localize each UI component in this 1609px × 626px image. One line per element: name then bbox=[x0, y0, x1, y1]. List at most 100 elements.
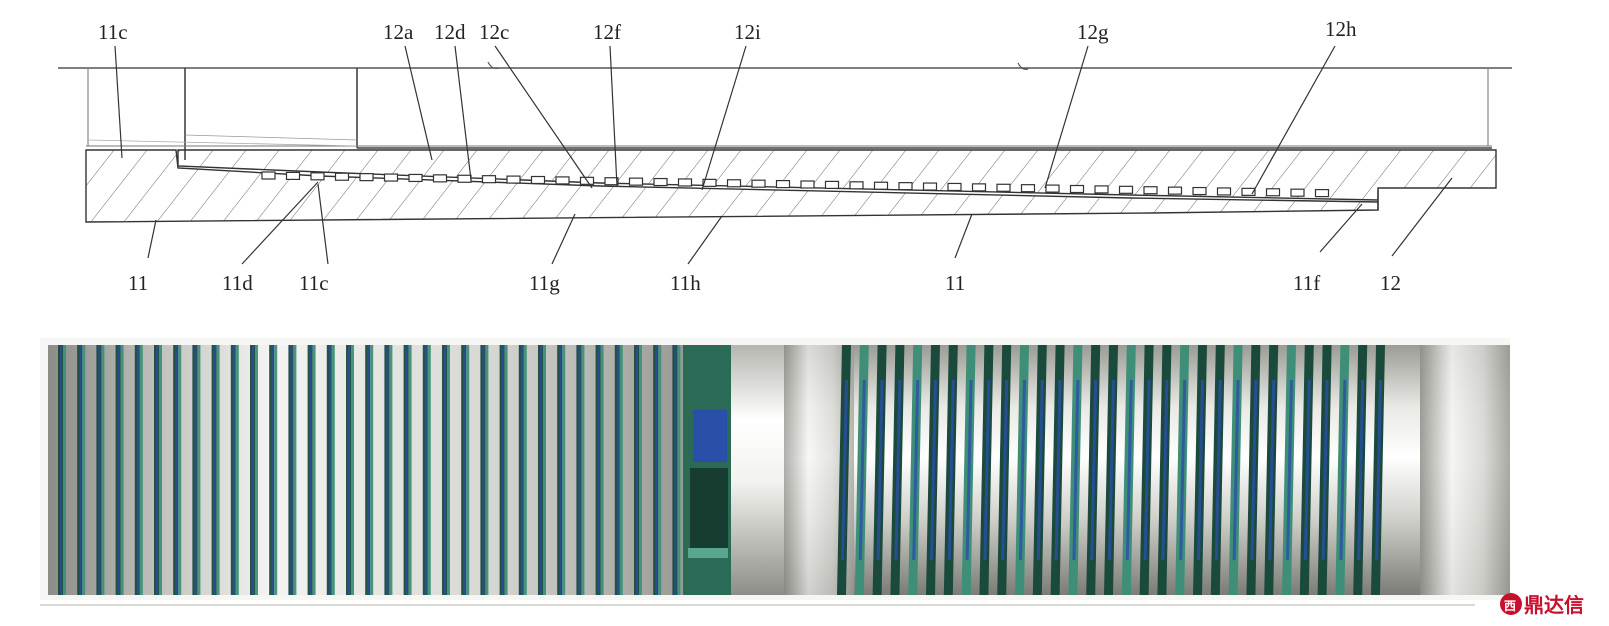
box-thread-stripe bbox=[1232, 380, 1240, 560]
pin-thread-stripe bbox=[543, 345, 546, 595]
thread-tooth bbox=[1314, 188, 1330, 198]
thread-tooth bbox=[702, 178, 717, 187]
pin-thread-stripe bbox=[485, 345, 489, 595]
thread-tooth bbox=[628, 177, 644, 186]
pin-thread-stripe bbox=[98, 345, 101, 595]
pin-thread-stripe bbox=[504, 345, 508, 595]
thread-tooth bbox=[726, 179, 742, 188]
pin-thread-stripe bbox=[389, 345, 393, 595]
pin-thread-stripe bbox=[136, 345, 139, 595]
thread-tooth bbox=[824, 180, 840, 190]
thread-tooth bbox=[1167, 186, 1183, 195]
pin-thread-stripe bbox=[156, 345, 158, 595]
pin-thread-stripe bbox=[351, 345, 354, 595]
pin-thread-stripe bbox=[120, 345, 124, 595]
label-12c: 12c bbox=[479, 20, 509, 44]
thread-tooth bbox=[800, 180, 815, 189]
thread-tooth bbox=[677, 178, 693, 187]
pin-thread-stripe bbox=[447, 345, 450, 595]
label-12f: 12f bbox=[593, 20, 621, 44]
thread-tooth bbox=[922, 182, 938, 191]
label-12: 12 bbox=[1380, 271, 1401, 295]
pin-thread-stripe bbox=[312, 345, 316, 595]
thread-tooth bbox=[1045, 184, 1060, 193]
box-thread-stripe bbox=[1197, 380, 1204, 560]
pin-thread-stripe bbox=[427, 345, 431, 595]
box-thread-stripe bbox=[876, 380, 884, 560]
pin-thread-stripe bbox=[213, 345, 216, 595]
thread-tooth bbox=[1216, 187, 1232, 196]
thread-tooth bbox=[432, 174, 448, 183]
pin-thread-stripe bbox=[271, 345, 274, 595]
pin-thread-stripe bbox=[540, 345, 542, 595]
pin-thread-stripe bbox=[348, 345, 350, 595]
pin-thread-stripe bbox=[674, 345, 677, 595]
box-thread-stripe bbox=[1143, 380, 1151, 560]
cross-section-drawing bbox=[58, 61, 1512, 223]
box-thread-stripe bbox=[1072, 380, 1080, 560]
watermark-text: 鼎达信 bbox=[1524, 593, 1584, 617]
thread-tooth bbox=[1265, 188, 1281, 197]
thread-tooth bbox=[334, 172, 350, 181]
pin-thread-stripe bbox=[139, 345, 143, 595]
pin-thread-stripe bbox=[444, 345, 446, 595]
box-thread-stripe bbox=[1321, 380, 1329, 560]
label-12h: 12h bbox=[1325, 17, 1357, 41]
thread-tooth bbox=[481, 175, 497, 184]
thread-tooth bbox=[1192, 186, 1207, 196]
thread-tooth bbox=[1020, 184, 1036, 193]
box-thread-stripe bbox=[1268, 380, 1276, 560]
thread-tooth bbox=[383, 173, 399, 182]
box-thread-stripe bbox=[1090, 380, 1098, 560]
pin-thread-stripe bbox=[616, 345, 619, 595]
pin-thread-stripe bbox=[578, 345, 581, 595]
box-thread-stripe bbox=[1339, 380, 1347, 560]
pin-thread-stripe bbox=[82, 345, 86, 595]
box-thread-stripe bbox=[1286, 380, 1293, 560]
pin-thread-stripe bbox=[466, 345, 470, 595]
thread-tooth bbox=[775, 179, 791, 189]
pin-thread-stripe bbox=[178, 345, 182, 595]
box-thread-stripe bbox=[983, 380, 991, 560]
label-12d: 12d bbox=[434, 20, 466, 44]
pin-thread-stripe bbox=[619, 345, 623, 595]
label-11g: 11g bbox=[529, 271, 560, 295]
pin-thread-stripe bbox=[79, 345, 82, 595]
watermark: 西 鼎达信 bbox=[1500, 593, 1584, 617]
thread-tooth bbox=[751, 179, 766, 188]
pin-thread-stripe bbox=[386, 345, 389, 595]
pin-thread-stripe bbox=[232, 345, 235, 595]
shoulder-gap bbox=[731, 345, 784, 595]
thread-tooth bbox=[1143, 186, 1158, 195]
thread-tooth bbox=[359, 173, 374, 182]
box-thread-stripe bbox=[1179, 380, 1187, 560]
box-thread-stripe bbox=[965, 380, 973, 560]
thread-photo bbox=[40, 338, 1510, 606]
pin-thread-stripe bbox=[60, 345, 62, 595]
pin-thread-stripe bbox=[290, 345, 293, 595]
box-thread-stripe bbox=[1001, 380, 1009, 560]
thread-tooth bbox=[947, 182, 962, 192]
thread-tooth bbox=[530, 175, 546, 185]
thread-tooth bbox=[1290, 188, 1305, 197]
thread-tooth bbox=[971, 183, 987, 192]
pin-thread-stripe bbox=[559, 345, 562, 595]
pin-thread-stripe bbox=[482, 345, 485, 595]
pin-thread-stripe bbox=[117, 345, 120, 595]
pin-thread-stripe bbox=[216, 345, 220, 595]
box-thread-stripe bbox=[1303, 380, 1311, 560]
pin-thread-stripe bbox=[639, 345, 642, 595]
pin-thread-stripe bbox=[367, 345, 370, 595]
pin-thread-stripe bbox=[255, 345, 258, 595]
box-thread-stripe bbox=[1214, 380, 1222, 560]
pin-thread-stripe bbox=[175, 345, 178, 595]
label-11c-top: 11c bbox=[98, 20, 128, 44]
thread-tooth bbox=[873, 181, 889, 190]
pin-thread-stripe bbox=[600, 345, 604, 595]
thread-tooth bbox=[1241, 187, 1256, 196]
bottom-labels: 11 11d 11c 11g 11h 11 11f 12 bbox=[128, 271, 1401, 295]
thread-tooth bbox=[653, 177, 668, 187]
thread-tooth bbox=[898, 182, 913, 191]
box-thread-stripe bbox=[1108, 380, 1115, 560]
